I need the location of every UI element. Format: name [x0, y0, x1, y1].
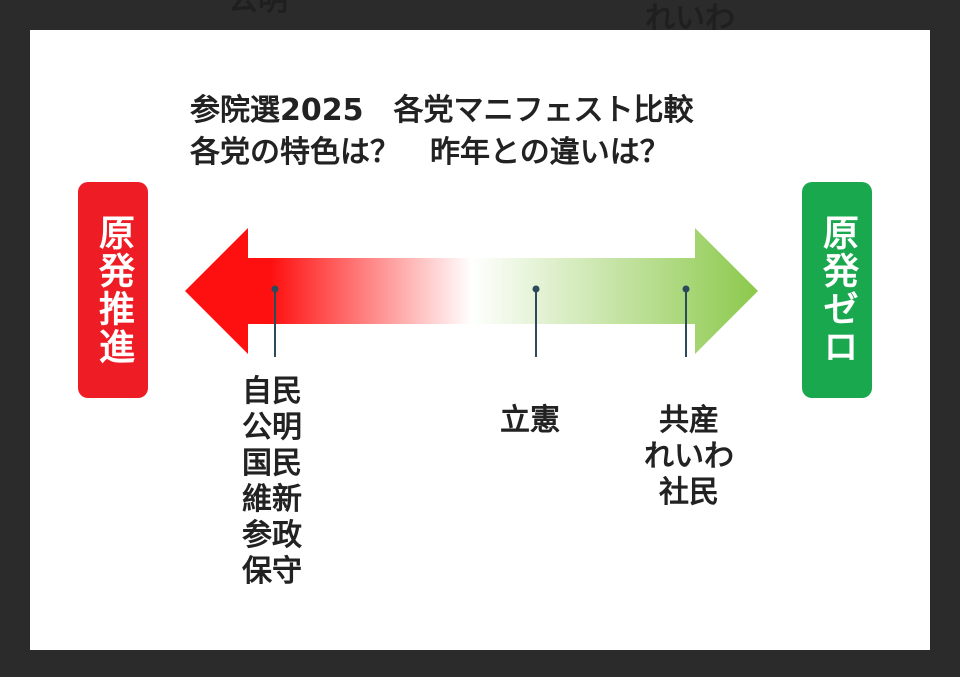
- page-title: 参院選2025 各党マニフェスト比較 各党の特色は？ 昨年との違いは？: [190, 90, 694, 174]
- manifesto-card: 参院選2025 各党マニフェスト比較 各党の特色は？ 昨年との違いは？ 原発推進…: [30, 30, 930, 650]
- party-name: 保守: [242, 554, 302, 589]
- party-name: 自民: [242, 374, 302, 409]
- zero-nuclear-label: 原発ゼロ: [802, 182, 872, 398]
- left-marker: [271, 285, 279, 357]
- title-line-1: 参院選2025 各党マニフェスト比較: [190, 93, 694, 128]
- pro-nuclear-label: 原発推進: [78, 182, 148, 398]
- background-text-right: れいわ: [645, 1, 735, 36]
- double-arrow-shape: [185, 228, 758, 354]
- center-marker: [532, 285, 540, 357]
- pro-nuclear-parties: 自民 公明 国民 維新 参政 保守: [242, 374, 302, 590]
- party-name: 国民: [242, 446, 302, 481]
- party-name: 公明: [242, 410, 302, 445]
- party-name: 維新: [242, 482, 302, 517]
- party-name: 共産: [659, 403, 719, 438]
- right-marker: [682, 285, 690, 357]
- party-name: 社民: [659, 475, 719, 510]
- spectrum-arrow: [185, 228, 758, 357]
- party-name: れいわ: [644, 439, 734, 474]
- background-text-left: 公明: [228, 0, 288, 18]
- zero-nuclear-parties: 共産 れいわ 社民: [634, 403, 744, 511]
- party-name: 参政: [242, 518, 302, 553]
- party-name: 立憲: [500, 403, 560, 438]
- title-line-2: 各党の特色は？ 昨年との違いは？: [190, 135, 670, 170]
- center-parties: 立憲: [500, 403, 560, 439]
